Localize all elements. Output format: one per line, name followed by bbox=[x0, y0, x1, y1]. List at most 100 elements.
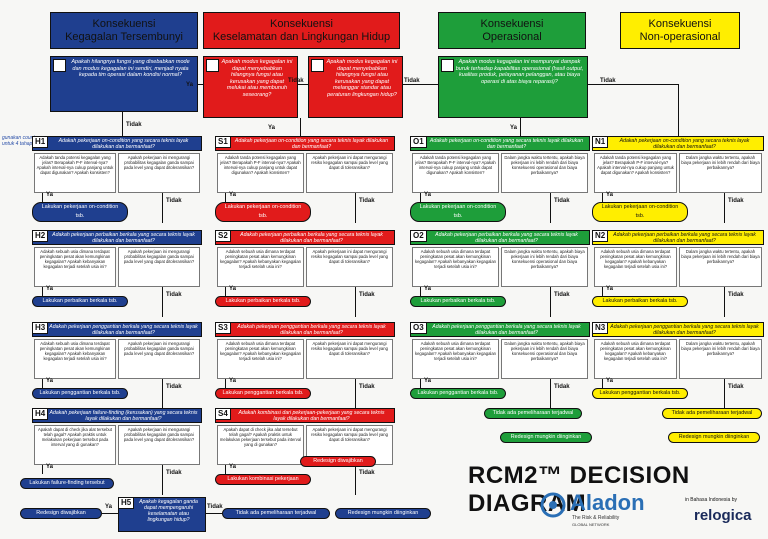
step-s4-text: Adakah kombinasi dari pekerjaan-pekerjaa… bbox=[238, 410, 385, 422]
step-o1-id: O1 bbox=[410, 136, 427, 148]
label-yes-s4: Ya bbox=[229, 464, 237, 470]
step-h4-text: Adakah pekerjaan failure-finding (kerusa… bbox=[49, 410, 198, 422]
diagram-title: RCM2™ DECISION DIAGRAM bbox=[468, 462, 690, 517]
label-yes-n1: Ya bbox=[606, 192, 614, 198]
header-nonop-text: Konsekuensi Non-operasional bbox=[639, 18, 721, 43]
connector-yes-s1 bbox=[225, 193, 226, 202]
step-s3-id: S3 bbox=[215, 322, 231, 334]
step-h3-id: H3 bbox=[32, 322, 49, 334]
step-n1: N1 Adakah pekerjaan on-condition yang sec… bbox=[592, 136, 764, 151]
label-yes-h2: Ya bbox=[46, 286, 54, 292]
detail-feasible-n2: Adakah sebuah usia dimana terdapat penin… bbox=[594, 247, 677, 287]
detail-worth-o2: Dalam jangka waktu tertentu, apakah biay… bbox=[501, 247, 588, 287]
connector-no-s1 bbox=[355, 193, 356, 223]
detail-worth-h2: Apakah pekerjaan ini mengurangi probabil… bbox=[118, 247, 200, 287]
connector-no-o3 bbox=[550, 379, 551, 409]
label-no-h2: Tidak bbox=[166, 292, 182, 298]
aladon-name: Aladon bbox=[570, 490, 645, 515]
connector-e-o bbox=[403, 84, 438, 85]
detail-feasible-o3: Adakah sebuah usia dimana terdapat penin… bbox=[412, 339, 499, 379]
aladon-tagline: The Risk & Reliability bbox=[572, 515, 620, 521]
connector-no-s3 bbox=[355, 379, 356, 409]
detail-worth-n1: Dalam jangka waktu tertentu, apakah biay… bbox=[679, 153, 762, 193]
label-no-e: Tidak bbox=[404, 78, 420, 84]
action-oncondition-s1: Lakukan pekerjaan on-condition tsb. bbox=[215, 202, 311, 222]
step-n2-text: Adakah pekerjaan perbaikan berkala yang … bbox=[613, 232, 756, 244]
label-no-s3: Tidak bbox=[359, 384, 375, 390]
question-e-text: Apakah modus kegagalan ini dapat menyeba… bbox=[326, 59, 398, 98]
step-s3-text: Adakah pekerjaan penggantian berkala yan… bbox=[237, 324, 386, 336]
detail-worth-o1: Dalam jangka waktu tertentu, apakah biay… bbox=[501, 153, 588, 193]
connector-no-h3 bbox=[162, 379, 163, 409]
action-penggantian-s3: Lakukan penggantian berkala tsb. bbox=[215, 388, 311, 399]
header-operational: Konsekuensi Operasional bbox=[438, 12, 586, 49]
label-yes-s3: Ya bbox=[229, 378, 237, 384]
connector-yes-s3 bbox=[225, 379, 226, 388]
action-redesign-h5: Redesign diwajibkan bbox=[20, 508, 102, 519]
action-no-sched-n: Tidak ada pemeliharaan terjadwal bbox=[662, 408, 762, 419]
action-perbaikan-s2: Lakukan perbaikan berkala tsb. bbox=[215, 296, 311, 307]
label-yes-n3: Ya bbox=[606, 378, 614, 384]
action-failure: Lakukan failure-finding tersebut bbox=[20, 478, 114, 489]
detail-worth-n2: Dalam jangka waktu tertentu, apakah biay… bbox=[679, 247, 762, 287]
connector-n-down bbox=[678, 84, 679, 136]
step-h1-id: H1 bbox=[32, 136, 49, 148]
detail-feasible-o2: Adakah sebuah usia dimana terdapat penin… bbox=[412, 247, 499, 287]
margin-note: gunakan counter untuk 4 tahap bbox=[2, 135, 40, 147]
label-no-s1: Tidak bbox=[359, 198, 375, 204]
detail-feasible-s1: Adakah tanda potensi kegagalan yang jela… bbox=[217, 153, 304, 193]
action-oncondition-o1: Lakukan pekerjaan on-condition tsb. bbox=[410, 202, 506, 222]
connector-yes-n3 bbox=[602, 379, 603, 388]
question-h-text: Apakah hilangnya fungsi yang disebabkan … bbox=[71, 59, 190, 79]
detail-feasible-h1: Adakah tanda potensi kegagalan yang jela… bbox=[34, 153, 116, 193]
label-yes-se: Ya bbox=[268, 125, 276, 131]
detail-worth-s3: Apakah pekerjaan ini dapat mengurangi re… bbox=[306, 339, 393, 379]
label-no-n1: Tidak bbox=[728, 198, 744, 204]
label-no-s4: Tidak bbox=[359, 470, 375, 476]
label-yes-h1: Ya bbox=[46, 192, 54, 198]
detail-feasible-n1: Adakah tanda potensi kegagalan yang jela… bbox=[594, 153, 677, 193]
connector-yes-n1 bbox=[602, 193, 603, 202]
label-yes-h3: Ya bbox=[46, 378, 54, 384]
detail-worth-h1: Apakah pekerjaan ini mengurangi probabil… bbox=[118, 153, 200, 193]
label-no-h3: Tidak bbox=[166, 384, 182, 390]
connector-no-o1 bbox=[550, 193, 551, 223]
aladon-logo: Aladon The Risk & Reliability GLOBAL NET… bbox=[540, 490, 660, 530]
detail-feasible-n3: Adakah sebuah usia dimana terdapat penin… bbox=[594, 339, 677, 379]
step-s2-text: Adakah pekerjaan perbaikan berkala yang … bbox=[240, 232, 383, 244]
header-hidden-text: Konsekuensi Kegagalan Tersembunyi bbox=[65, 18, 183, 43]
label-yes-o: Ya bbox=[510, 125, 518, 131]
step-n1-id: N1 bbox=[592, 136, 609, 148]
step-o3-text: Adakah pekerjaan penggantian berkala yan… bbox=[432, 324, 581, 336]
question-s-id: S bbox=[206, 59, 219, 72]
action-no-sched-o: Tidak ada pemeliharaan terjadwal bbox=[484, 408, 582, 419]
connector-h5-right bbox=[206, 513, 222, 514]
connector-yes-o1 bbox=[420, 193, 421, 202]
detail-worth-n3: Dalam jangka waktu tertentu, apakah biay… bbox=[679, 339, 762, 379]
step-n1-text: Adakah pekerjaan on-condition yang secar… bbox=[619, 138, 750, 150]
detail-feasible-h3: Adakah sebuah usia dimana terdapat penin… bbox=[34, 339, 116, 379]
action-redesign-may-n: Redesign mungkin diinginkan bbox=[668, 432, 760, 443]
header-operational-text: Konsekuensi Operasional bbox=[480, 18, 544, 43]
action-perbaikan-h2: Lakukan perbaikan berkala tsb. bbox=[32, 296, 128, 307]
question-h-id: H bbox=[53, 59, 66, 72]
connector-s-e bbox=[298, 84, 308, 85]
aladon-network: GLOBAL NETWORK bbox=[572, 522, 610, 527]
connector-yes-s4 bbox=[225, 465, 226, 474]
label-yes-o1: Ya bbox=[424, 192, 432, 198]
action-redesign-may-h5: Redesign mungkin diinginkan bbox=[335, 508, 431, 519]
connector-o-n bbox=[588, 84, 678, 85]
label-no-o: Tidak bbox=[600, 78, 616, 84]
step-o2-text: Adakah pekerjaan perbaikan berkala yang … bbox=[435, 232, 578, 244]
step-o1-text: Adakah pekerjaan on-condition yang secar… bbox=[429, 138, 584, 150]
step-h4-id: H4 bbox=[32, 408, 49, 420]
connector-no-n2 bbox=[724, 287, 725, 317]
detail-feasible-h2: Adakah sebuah usia dimana terdapat penin… bbox=[34, 247, 116, 287]
